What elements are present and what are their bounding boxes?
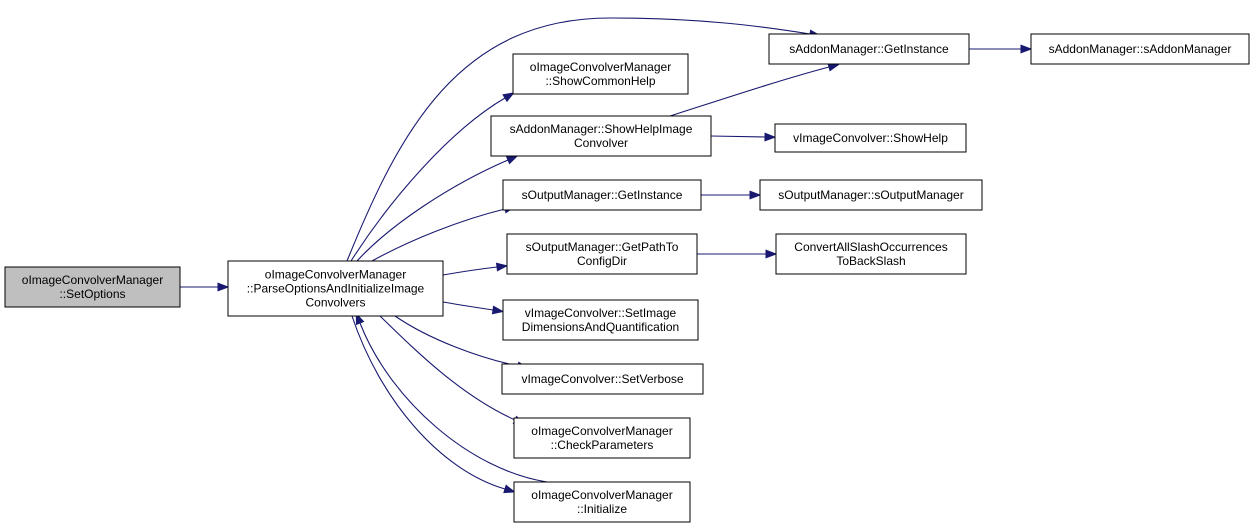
node-label: sAddonManager::ShowHelpImage	[510, 122, 693, 136]
node-label: ::SetOptions	[59, 287, 125, 301]
node-label: Convolvers	[305, 296, 365, 310]
edge-addon-get-instance-to-addon-ctor	[969, 44, 1033, 54]
edge-get-path-to-config-dir-to-convert-slash	[697, 249, 778, 259]
edge-parse-options-to-initialize	[351, 315, 516, 494]
call-graph-nodes: oImageConvolverManager::SetOptionsoImage…	[4, 33, 1250, 523]
node-output-ctor[interactable]: sOutputManager::sOutputManager	[759, 179, 983, 211]
node-show-common-help[interactable]: oImageConvolverManager::ShowCommonHelp	[512, 53, 689, 95]
edge-parse-options-to-get-path-to-config-dir	[442, 262, 509, 276]
edge-line	[379, 315, 516, 421]
edge-line	[710, 135, 766, 138]
arrowhead	[491, 305, 505, 315]
node-label: oImageConvolverManager	[265, 268, 406, 282]
node-label: DimensionsAndQuantification	[522, 320, 679, 334]
edge-output-get-instance-to-output-ctor	[701, 190, 762, 200]
node-label: sOutputManager::GetPathTo	[526, 240, 679, 254]
arrowhead	[749, 190, 762, 200]
arrowhead	[1020, 44, 1033, 54]
node-label: oImageConvolverManager	[531, 424, 672, 438]
node-set-options[interactable]: oImageConvolverManager::SetOptions	[4, 266, 181, 308]
edge-parse-options-to-output-get-instance	[371, 204, 517, 262]
edge-line	[359, 322, 548, 483]
node-label: oImageConvolverManager	[530, 60, 671, 74]
node-label: vImageConvolver::SetImage	[525, 306, 677, 320]
node-box[interactable]	[502, 299, 699, 341]
node-label: ToBackSlash	[836, 254, 905, 268]
edge-parse-options-to-set-image-dimensions	[442, 301, 505, 315]
node-label: sAddonManager::sAddonManager	[1049, 42, 1232, 56]
node-output-get-instance[interactable]: sOutputManager::GetInstance	[502, 179, 702, 211]
node-box[interactable]	[759, 179, 983, 211]
edge-parse-options-to-show-help-image-convolver	[356, 155, 519, 262]
arrowhead	[503, 484, 516, 494]
node-label: ::ParseOptionsAndInitializeImage	[247, 282, 425, 296]
node-show-help[interactable]: vImageConvolver::ShowHelp	[774, 123, 967, 153]
node-box[interactable]	[513, 417, 691, 459]
node-label: oImageConvolverManager	[22, 273, 163, 287]
node-box[interactable]	[4, 266, 181, 308]
node-box[interactable]	[775, 233, 967, 275]
node-box[interactable]	[490, 115, 712, 157]
node-addon-get-instance[interactable]: sAddonManager::GetInstance	[768, 33, 970, 65]
edge-line	[669, 66, 830, 117]
edge-set-options-to-parse-options	[180, 282, 230, 292]
edge-initialize-to-parse-options	[355, 312, 548, 483]
node-parse-options[interactable]: oImageConvolverManager::ParseOptionsAndI…	[227, 260, 444, 317]
arrowhead	[764, 132, 777, 142]
node-box[interactable]	[506, 233, 698, 275]
edge-line	[442, 301, 494, 311]
node-set-verbose[interactable]: vImageConvolver::SetVerbose	[501, 363, 704, 395]
arrowhead	[502, 92, 515, 103]
edge-show-help-image-convolver-to-addon-get-instance	[669, 62, 841, 117]
node-label: sAddonManager::GetInstance	[789, 42, 949, 56]
node-box[interactable]	[512, 53, 689, 95]
edge-line	[356, 159, 509, 262]
arrowhead	[217, 282, 230, 292]
node-label: oImageConvolverManager	[531, 488, 672, 502]
node-label: ::Initialize	[577, 502, 627, 516]
node-label: Convolver	[574, 136, 628, 150]
node-label: vImageConvolver::SetVerbose	[521, 372, 683, 386]
edge-line	[350, 97, 506, 262]
node-box[interactable]	[513, 481, 691, 523]
node-check-parameters[interactable]: oImageConvolverManager::CheckParameters	[513, 417, 691, 459]
node-box[interactable]	[768, 33, 970, 65]
node-label: sOutputManager::sOutputManager	[778, 188, 963, 202]
node-box[interactable]	[501, 363, 704, 395]
node-addon-ctor[interactable]: sAddonManager::sAddonManager	[1030, 33, 1250, 65]
node-box[interactable]	[227, 260, 444, 317]
arrowhead	[765, 249, 778, 259]
edge-line	[351, 315, 506, 490]
edge-line	[346, 17, 811, 262]
node-box[interactable]	[502, 179, 702, 211]
edge-line	[371, 208, 506, 262]
node-label: vImageConvolver::ShowHelp	[793, 131, 948, 145]
node-label: ConfigDir	[577, 254, 627, 268]
node-label: sOutputManager::GetInstance	[522, 188, 683, 202]
arrowhead	[495, 262, 509, 272]
edge-parse-options-to-show-common-help	[350, 92, 515, 262]
node-initialize[interactable]: oImageConvolverManager::Initialize	[513, 481, 691, 523]
node-label: ::CheckParameters	[551, 438, 654, 452]
arrowhead	[505, 155, 519, 165]
edge-line	[442, 266, 498, 276]
node-box[interactable]	[1030, 33, 1250, 65]
node-label: ConvertAllSlashOccurrences	[794, 240, 947, 254]
node-label: ::ShowCommonHelp	[545, 74, 655, 88]
node-box[interactable]	[774, 123, 967, 153]
call-graph-edges	[180, 17, 1033, 494]
edge-line	[394, 315, 519, 367]
edge-show-help-image-convolver-to-show-help	[710, 132, 777, 142]
node-set-image-dimensions[interactable]: vImageConvolver::SetImageDimensionsAndQu…	[502, 299, 699, 341]
